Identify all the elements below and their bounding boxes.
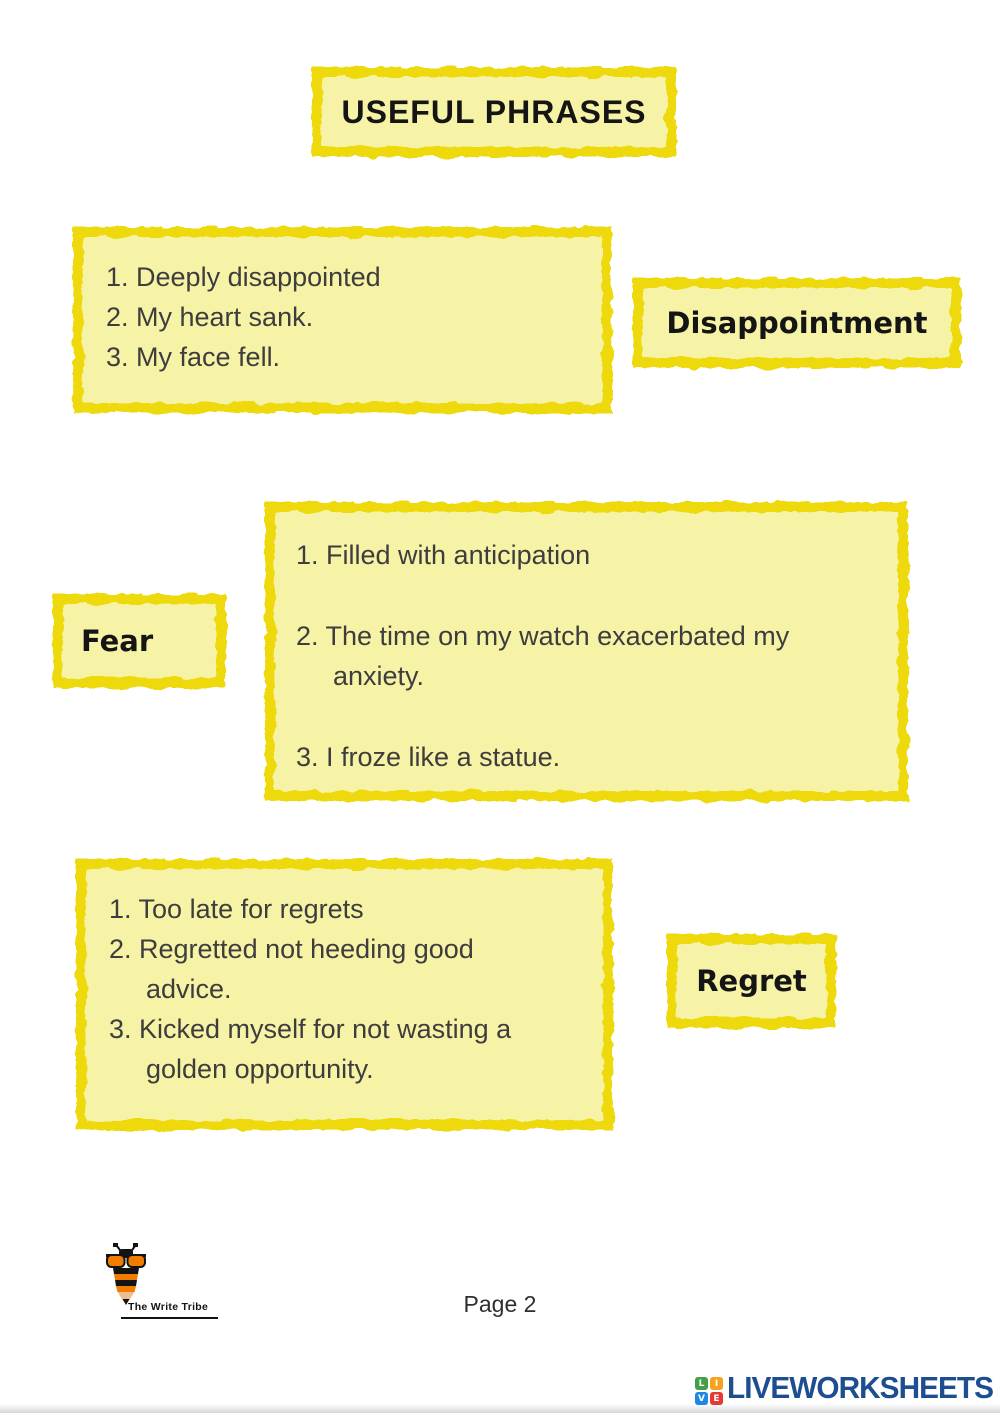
bee-pencil-icon: [106, 1243, 146, 1305]
live-grid-icon: L I V E: [695, 1377, 723, 1405]
phrase-item: 2. My heart sank.: [106, 302, 314, 332]
write-tribe-label: The Write Tribe: [128, 1301, 209, 1313]
label-disappointment: Disappointment: [666, 306, 928, 340]
phrase-item: 1. Filled with anticipation: [296, 540, 591, 570]
phrase-item: 1. Too late for regrets: [109, 894, 364, 924]
title-box: USEFUL PHRASES: [315, 70, 673, 154]
page-bottom-edge: [0, 1404, 1000, 1413]
label-box-regret: Regret: [670, 937, 833, 1025]
grid-letter-i: I: [710, 1377, 723, 1390]
grid-letter-e: E: [710, 1392, 723, 1405]
page-number: Page 2: [463, 1291, 537, 1317]
phrase-box-disappointment: 1. Deeply disappointed 2. My heart sank.…: [76, 230, 609, 410]
phrase-item: 2. The time on my watch exacerbated my a…: [296, 621, 790, 691]
phrase-box-regret: 1. Too late for regrets 2. Regretted not…: [79, 862, 610, 1127]
liveworksheets-wordmark: LIVEWORKSHEETS: [727, 1370, 994, 1405]
label-box-disappointment: Disappointment: [636, 281, 958, 365]
label-box-fear: Fear: [56, 597, 223, 685]
phrase-item: 2. Regretted not heeding good advice.: [109, 934, 474, 1004]
label-fear: Fear: [81, 624, 154, 658]
phrase-item: 3. My face fell.: [106, 342, 281, 372]
grid-letter-l: L: [695, 1377, 708, 1390]
write-tribe-logo: The Write Tribe: [98, 1242, 228, 1324]
phrase-item: 3. I froze like a statue.: [296, 742, 561, 772]
page-title: USEFUL PHRASES: [341, 93, 647, 130]
liveworksheets-logo[interactable]: L I V E LIVEWORKSHEETS: [695, 1370, 1000, 1406]
phrase-box-fear: 1. Filled with anticipation 2. The time …: [268, 505, 905, 798]
grid-letter-v: V: [695, 1392, 708, 1405]
phrase-item: 3. Kicked myself for not wasting a golde…: [109, 1014, 512, 1084]
phrase-item: 1. Deeply disappointed: [106, 262, 381, 292]
write-tribe-underline: [121, 1317, 218, 1319]
label-regret: Regret: [696, 964, 807, 998]
